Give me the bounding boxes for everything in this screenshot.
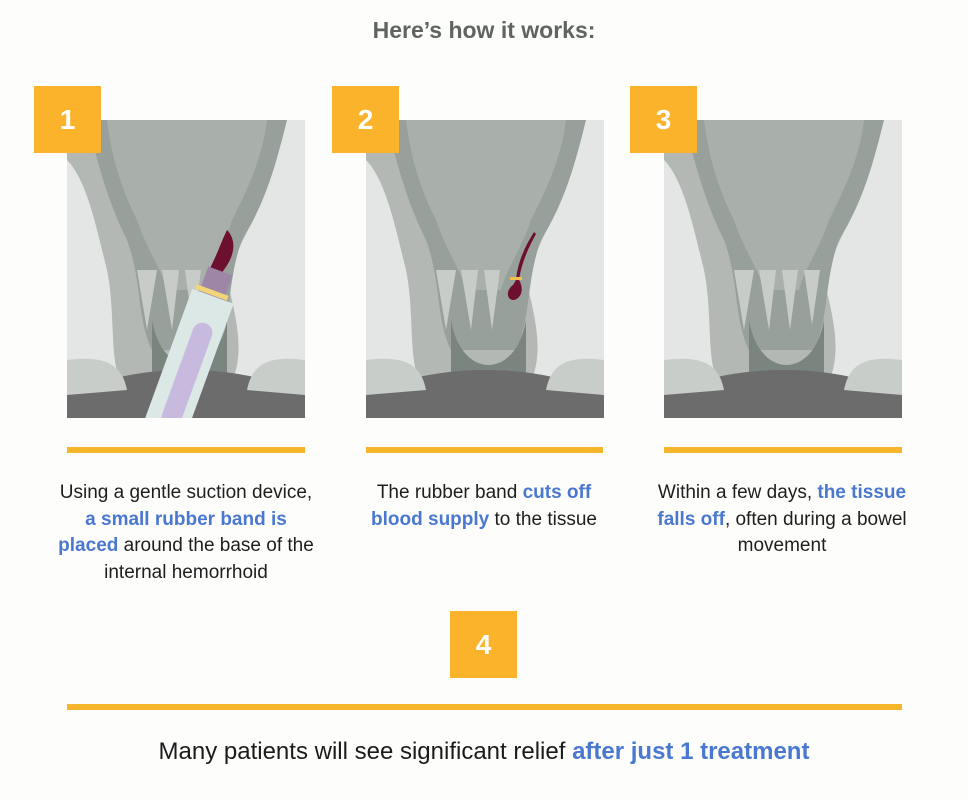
page-title: Here’s how it works: [372, 17, 596, 43]
step-2-number-badge: 2 [332, 86, 399, 153]
caption-highlight: cuts off blood supply [371, 482, 592, 530]
step-3-number-badge: 3 [630, 86, 697, 153]
step-1-illustration [67, 120, 305, 418]
caption-text: , often during a bowel movement [724, 508, 907, 557]
step-4-divider [67, 704, 902, 710]
caption-text: The rubber band [376, 482, 523, 503]
step-2-caption: The rubber band cuts off blood supply to… [355, 480, 613, 533]
caption-text: around the base of the internal hemorrho… [104, 535, 314, 583]
caption-highlight: a small rubber band is placed [58, 508, 287, 557]
caption-text: Many patients will see significant relie… [158, 738, 573, 765]
caption-highlight: the tissue falls off [657, 482, 907, 530]
step-1-caption: Using a gentle suction device, a small r… [57, 480, 315, 586]
step-2-illustration [366, 120, 604, 418]
step-2-divider [366, 447, 603, 453]
caption-text: Using a gentle suction device, [59, 482, 313, 503]
anatomy-illustration-icon [366, 120, 604, 418]
step-3-caption: Within a few days, the tissue falls off,… [653, 480, 911, 560]
step-4-number-badge: 4 [450, 611, 517, 678]
step-1-divider [67, 447, 305, 453]
caption-highlight: after just 1 treatment [572, 738, 810, 765]
step-3-divider [664, 447, 902, 453]
anatomy-illustration-icon [664, 120, 902, 418]
caption-text: to the tissue [489, 508, 597, 530]
anatomy-illustration-icon [67, 120, 305, 418]
caption-text: Within a few days, [657, 482, 818, 503]
step-1-number-badge: 1 [34, 86, 101, 153]
step-4-caption: Many patients will see significant relie… [0, 738, 968, 766]
step-3-illustration [664, 120, 902, 418]
